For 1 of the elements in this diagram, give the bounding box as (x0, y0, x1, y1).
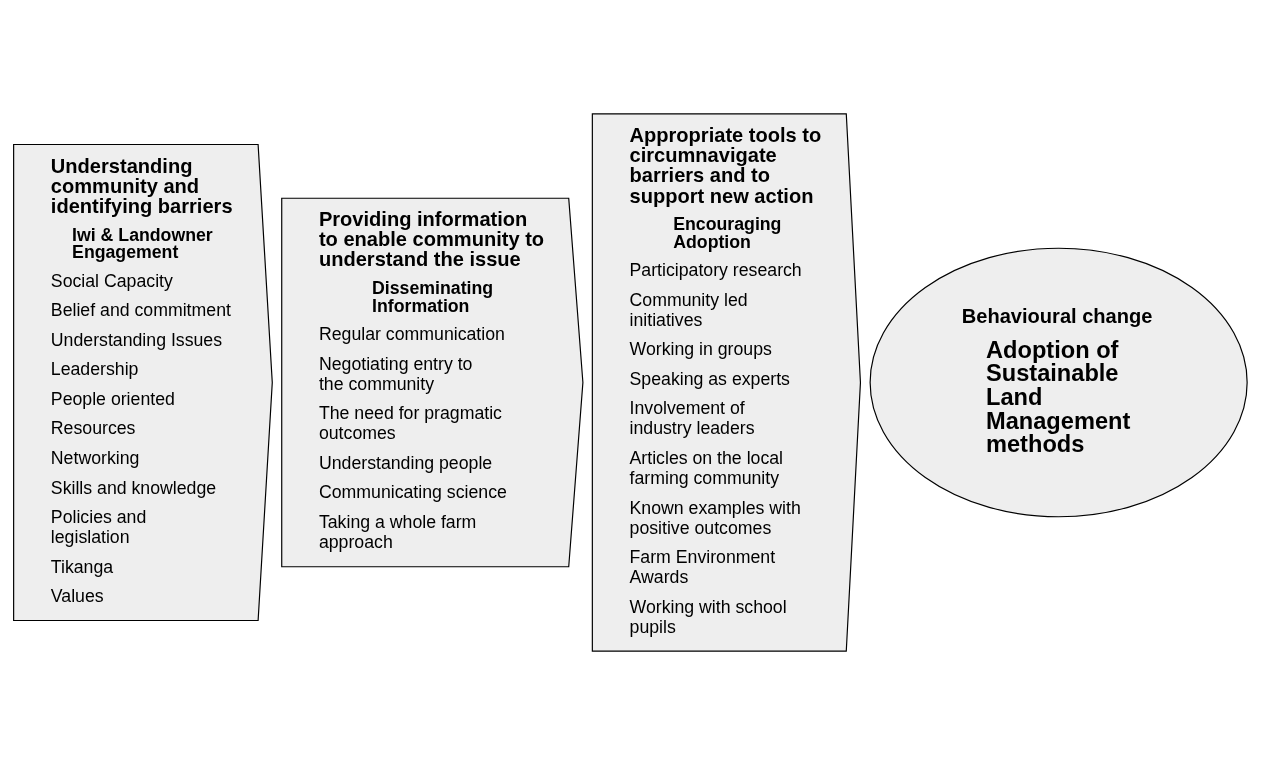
node-ellipse: Behavioural change Adoption of Sustainable Land Management methods (869, 247, 1248, 517)
